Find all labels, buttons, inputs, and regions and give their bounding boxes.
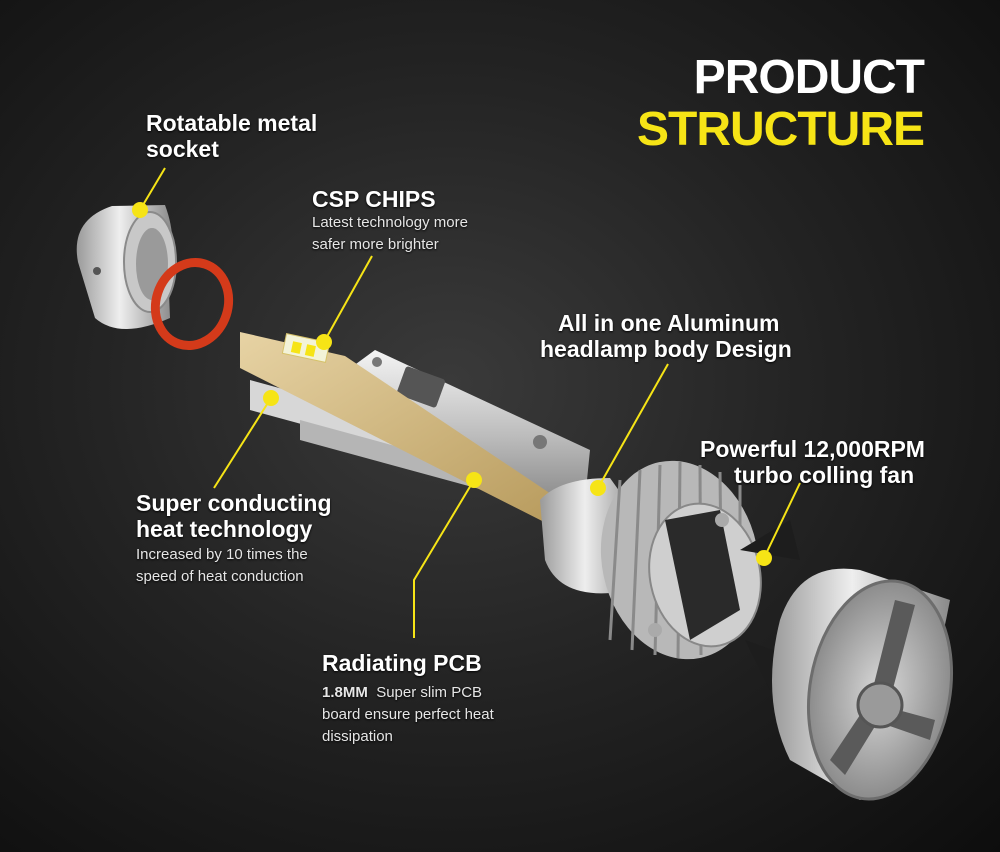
rotatable-socket-part — [76, 205, 177, 329]
csp-callout-sub-2: safer more brighter — [312, 236, 439, 253]
aluminum-callout-heading-1: All in one Aluminum — [558, 310, 780, 336]
radiating-pcb-callout: Radiating PCB 1.8MM Super slim PCB board… — [322, 650, 494, 748]
heat-callout-heading-1: Super conducting — [136, 490, 332, 516]
heat-leader-dot — [263, 390, 279, 406]
csp-callout-sub-1: Latest technology more — [312, 214, 468, 231]
heat-callout-sub-2: speed of heat conduction — [136, 568, 304, 585]
aluminum-callout-heading-2: headlamp body Design — [540, 336, 792, 362]
pcb-callout-sub-line-1: 1.8MM Super slim PCB — [322, 682, 494, 704]
pcb-leader-line — [413, 479, 475, 638]
heat-callout-heading-2: heat technology — [136, 516, 313, 542]
fan-blades-part — [740, 520, 800, 690]
socket-leader-dot — [132, 202, 148, 218]
csp-callout-heading: CSP CHIPS — [312, 186, 436, 212]
heat-callout-sub-1: Increased by 10 times the — [136, 546, 308, 563]
csp-chips-callout: CSP CHIPS Latest technology more safer m… — [312, 186, 468, 256]
o-ring-part — [150, 258, 234, 350]
fan-callout-heading-1: Powerful 12,000RPM — [700, 436, 925, 462]
pcb-callout-sub-2: board ensure perfect heat — [322, 706, 494, 723]
csp-leader-line — [323, 255, 373, 343]
aluminum-body-part — [345, 350, 590, 520]
title-line-2: STRUCTURE — [637, 103, 925, 156]
finned-heatsink-part — [600, 460, 762, 660]
fan-callout: Powerful 12,000RPM turbo colling fan — [700, 436, 925, 488]
pcb-callout-heading: Radiating PCB — [322, 650, 482, 676]
fan-leader-dot — [756, 550, 772, 566]
socket-callout-heading-1: Rotatable metal — [146, 110, 318, 136]
pcb-leader-dot — [466, 472, 482, 488]
fan-callout-heading-2: turbo colling fan — [734, 462, 915, 488]
csp-leader-dot — [316, 334, 332, 350]
socket-callout: Rotatable metal socket — [146, 110, 317, 162]
pcb-callout-sub-3: dissipation — [322, 728, 393, 745]
heat-leader-line — [213, 397, 272, 489]
callout-leaders — [132, 167, 801, 638]
end-cap-part — [772, 568, 954, 801]
pcb-callout-sub-1: Super slim PCB — [376, 684, 483, 701]
aluminum-leader-line — [597, 363, 669, 489]
socket-leader-line — [139, 167, 166, 211]
fan-leader-line — [763, 482, 801, 559]
socket-callout-heading-2: socket — [146, 136, 219, 162]
aluminum-leader-dot — [590, 480, 606, 496]
title-line-1: PRODUCT — [693, 51, 925, 104]
aluminum-body-callout: All in one Aluminum headlamp body Design — [540, 310, 792, 362]
pcb-callout-sub-bold: 1.8MM — [322, 684, 368, 701]
product-structure-title: PRODUCT STRUCTURE — [637, 51, 925, 156]
heat-technology-callout: Super conducting heat technology Increas… — [136, 490, 332, 588]
